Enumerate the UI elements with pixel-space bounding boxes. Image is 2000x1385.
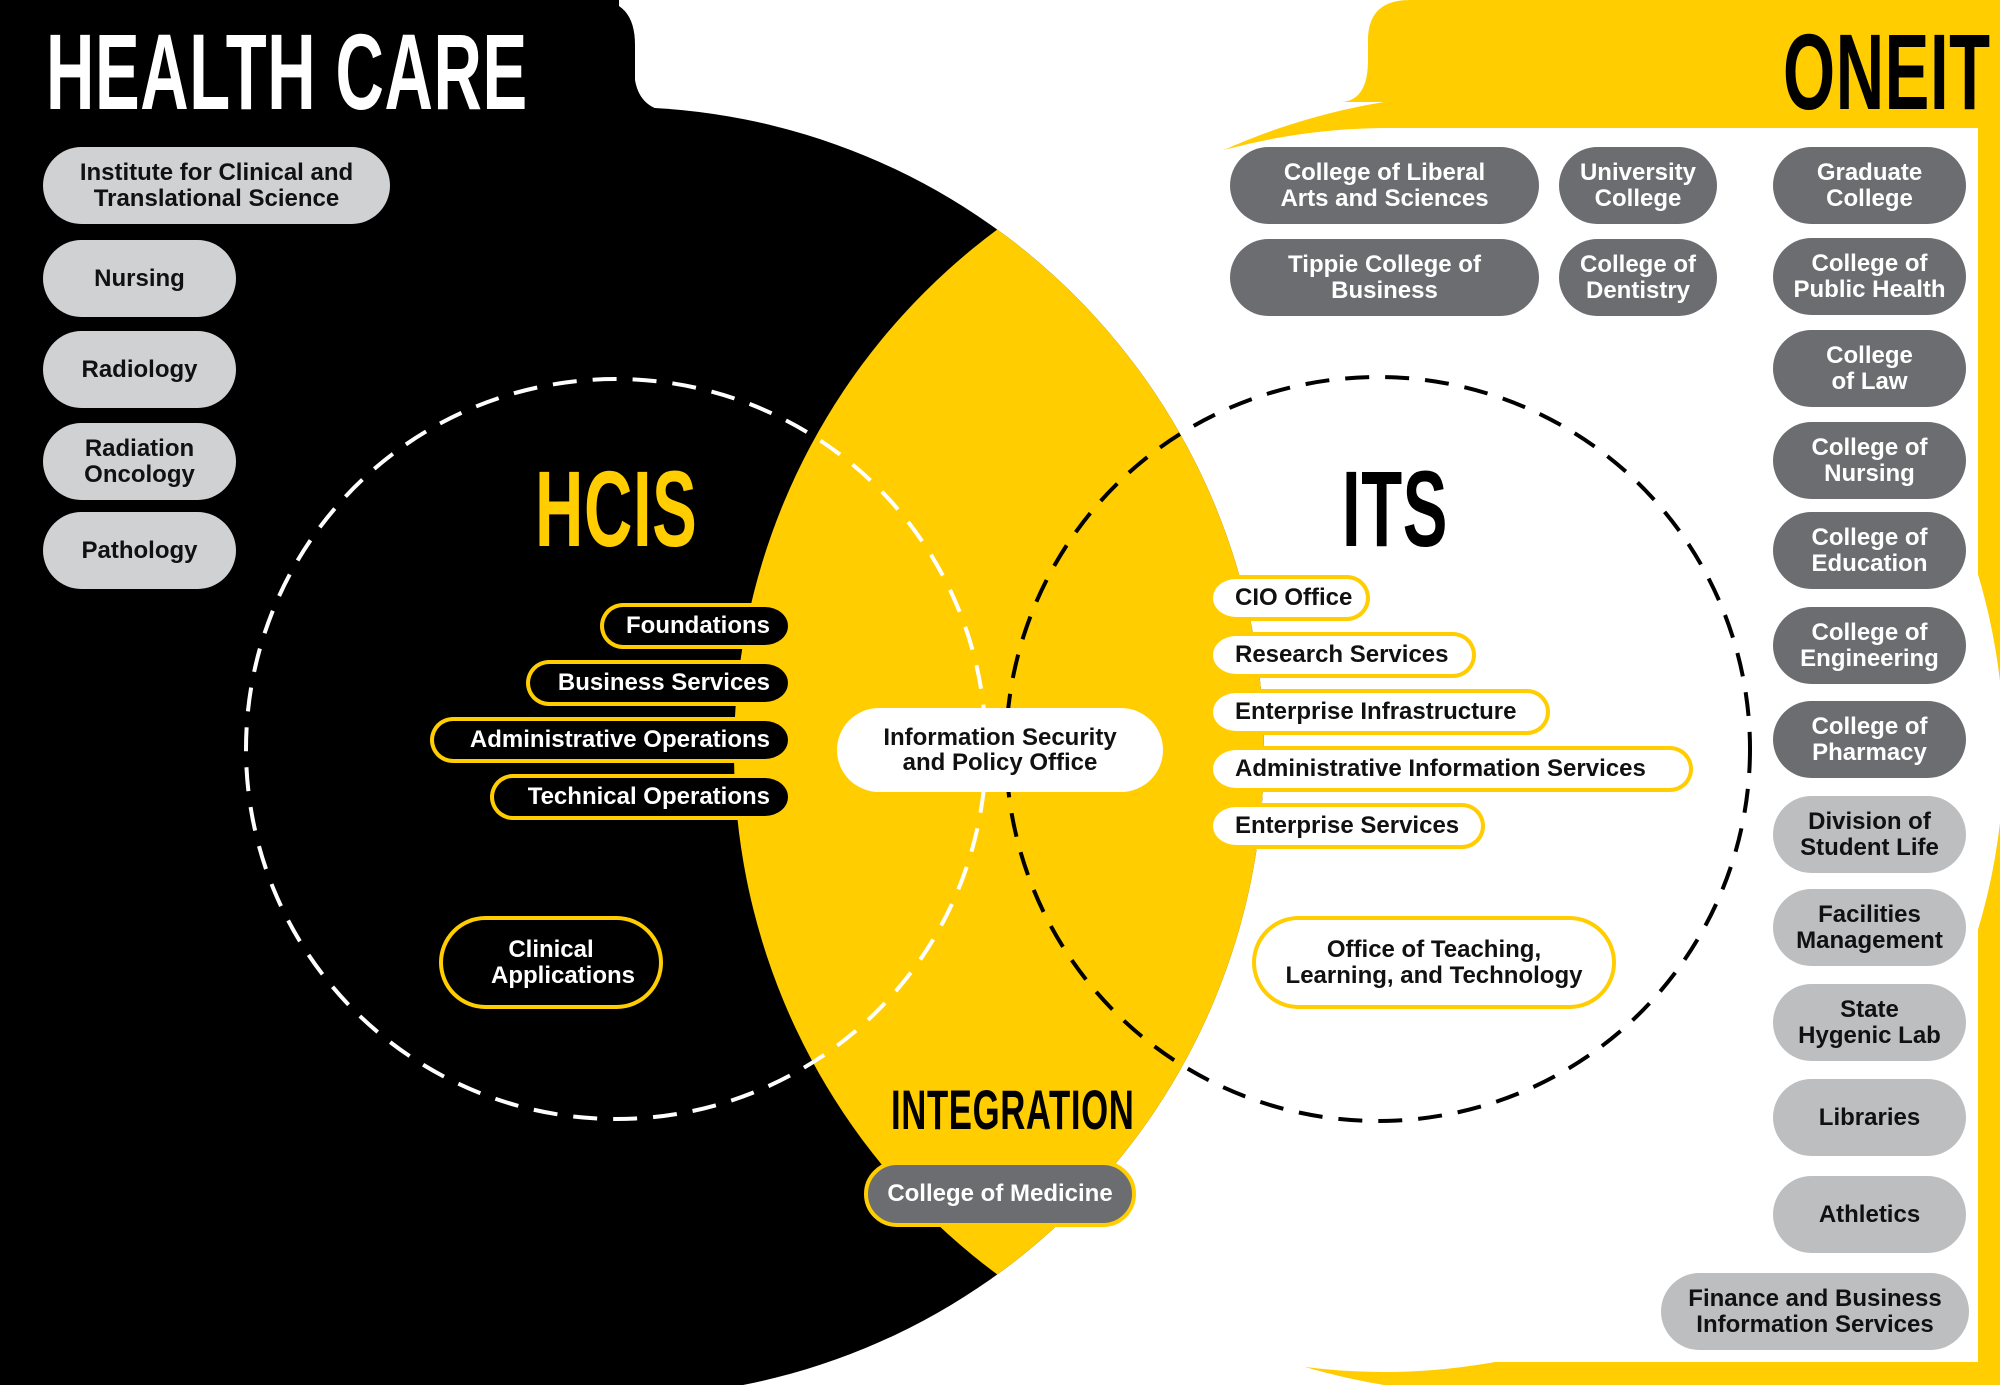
health-care-unit[interactable]: Pathology: [43, 512, 236, 589]
oneit-unit[interactable]: State Hygenic Lab: [1773, 984, 1966, 1061]
oneit-college[interactable]: University College: [1559, 147, 1717, 224]
oneit-college[interactable]: College of Liberal Arts and Sciences: [1230, 147, 1539, 224]
its-group[interactable]: Research Services: [1213, 632, 1476, 678]
oneit-college[interactable]: College of Dentistry: [1559, 239, 1717, 316]
oneit-college[interactable]: College of Pharmacy: [1773, 701, 1966, 778]
health-care-unit[interactable]: Institute for Clinical and Translational…: [43, 147, 390, 224]
oneit-unit[interactable]: Athletics: [1773, 1176, 1966, 1253]
oneit-unit[interactable]: Facilities Management: [1773, 889, 1966, 966]
health-care-unit[interactable]: Nursing: [43, 240, 236, 317]
its-group[interactable]: CIO Office: [1213, 575, 1370, 621]
clinical-applications[interactable]: Clinical Applications: [439, 916, 663, 1009]
oneit-college[interactable]: College of Law: [1773, 330, 1966, 407]
oneit-unit[interactable]: Libraries: [1773, 1079, 1966, 1156]
oneit-college[interactable]: College of Nursing: [1773, 422, 1966, 499]
hcis-group[interactable]: Administrative Operations: [430, 717, 788, 763]
oneit-college[interactable]: Tippie College of Business: [1230, 239, 1539, 316]
its-group[interactable]: Administrative Information Services: [1213, 746, 1693, 792]
oneit-college[interactable]: Graduate College: [1773, 147, 1966, 224]
hcis-group[interactable]: Technical Operations: [490, 774, 788, 820]
health-care-unit[interactable]: Radiology: [43, 331, 236, 408]
office-of-teaching-learning-technology[interactable]: Office of Teaching, Learning, and Techno…: [1252, 916, 1616, 1009]
integration-label: INTEGRATION: [891, 1078, 1135, 1141]
oneit-unit[interactable]: Finance and Business Information Service…: [1661, 1273, 1969, 1350]
hcis-group[interactable]: Foundations: [600, 603, 788, 649]
information-security-policy-office[interactable]: Information Security and Policy Office: [837, 708, 1163, 792]
its-label: ITS: [1342, 448, 1449, 569]
health-care-title: HEALTH CARE: [46, 11, 528, 132]
oneit-college[interactable]: College of Engineering: [1773, 607, 1966, 684]
its-group[interactable]: Enterprise Services: [1213, 803, 1485, 849]
health-care-unit[interactable]: Radiation Oncology: [43, 423, 236, 500]
oneit-title: ONEIT: [1783, 11, 1991, 132]
college-of-medicine[interactable]: College of Medicine: [864, 1161, 1136, 1227]
oneit-unit[interactable]: Division of Student Life: [1773, 796, 1966, 873]
integration-lens: [734, 107, 1264, 1385]
oneit-college[interactable]: College of Public Health: [1773, 238, 1966, 315]
oneit-college[interactable]: College of Education: [1773, 512, 1966, 589]
hcis-label: HCIS: [535, 448, 698, 569]
its-group[interactable]: Enterprise Infrastructure: [1213, 689, 1550, 735]
hcis-group[interactable]: Business Services: [526, 660, 788, 706]
